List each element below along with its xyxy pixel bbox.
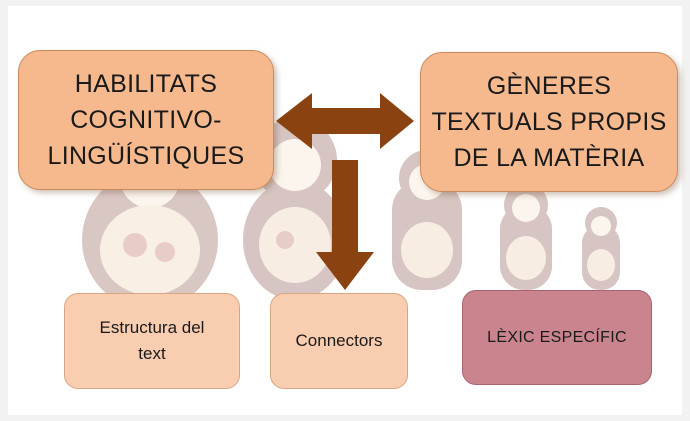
estructura-line-1: Estructura del — [99, 318, 205, 337]
habilitats-line-3: LINGÜÍSTIQUES — [47, 142, 245, 170]
generes-textuals-box: GÈNERES TEXTUALS PROPIS DE LA MATÈRIA — [420, 52, 678, 192]
estructura-line-2: text — [138, 344, 166, 363]
habilitats-line-1: HABILITATS — [74, 70, 218, 98]
habilitats-cognitivo-linguistiques-box: HABILITATS COGNITIVO- LINGÜÍSTIQUES — [18, 50, 274, 190]
doll-smallest — [582, 207, 620, 290]
generes-line-1: GÈNERES — [486, 72, 612, 100]
generes-line-2: TEXTUALS PROPIS — [431, 108, 667, 136]
doll-fourth — [500, 183, 552, 290]
habilitats-line-2: COGNITIVO- — [70, 106, 222, 134]
connectors-label: Connectors — [295, 331, 383, 350]
arrow-down — [316, 160, 374, 290]
connectors-box: Connectors — [270, 293, 408, 389]
doll-second — [243, 118, 347, 300]
lexic-label: LÈXIC ESPECÍFIC — [487, 328, 627, 346]
lexic-especific-box: LÈXIC ESPECÍFIC — [462, 290, 652, 385]
generes-line-3: DE LA MATÈRIA — [453, 144, 645, 172]
estructura-del-text-box: Estructura del text — [64, 293, 240, 389]
double-arrow-horizontal — [276, 93, 414, 149]
